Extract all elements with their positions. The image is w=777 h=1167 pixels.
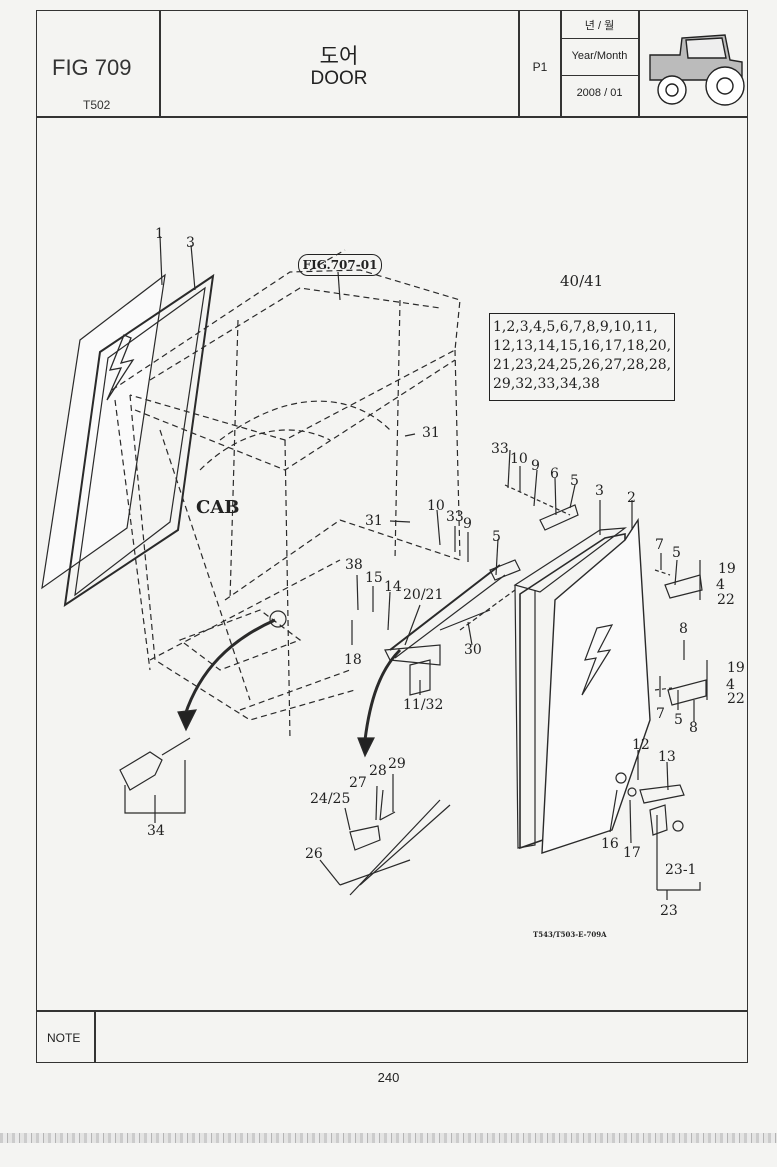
- year-month-value: 2008 / 01: [576, 87, 623, 99]
- kit-line: 12,13,14,15,16,17,18,20,: [493, 338, 672, 354]
- scan-artifact: [0, 1133, 777, 1143]
- callout: 9: [463, 516, 472, 532]
- callout: 13: [658, 749, 676, 765]
- callout: 1: [155, 226, 164, 242]
- header-col-divider: [159, 10, 161, 117]
- callout: 18: [344, 652, 362, 668]
- callout: 5: [492, 529, 501, 545]
- callout: 12: [632, 737, 650, 753]
- callout: 33: [446, 509, 464, 525]
- callout: 23: [660, 903, 678, 919]
- title-korean: 도어: [319, 45, 359, 68]
- note-divider: [36, 1010, 748, 1012]
- callout: 34: [147, 823, 165, 839]
- callout: 22: [727, 691, 745, 707]
- callout: 7: [655, 537, 664, 553]
- note-col-divider: [94, 1010, 96, 1063]
- callout: 8: [689, 720, 698, 736]
- callout: 31: [422, 425, 440, 441]
- page-number: 240: [377, 1070, 400, 1085]
- year-month-en: Year/Month: [571, 50, 628, 62]
- kit-line: 1,2,3,4,5,6,7,8,9,10,11,: [493, 319, 658, 335]
- note-label: NOTE: [47, 1031, 81, 1045]
- callout: 8: [679, 621, 688, 637]
- header-divider: [36, 116, 748, 118]
- page-code: P1: [532, 60, 548, 74]
- callout: 9: [531, 458, 540, 474]
- callout: 31: [365, 513, 383, 529]
- callout: 17: [623, 845, 641, 861]
- callout: 4: [716, 577, 725, 593]
- callout: 14: [384, 579, 402, 595]
- callout: 3: [186, 235, 195, 251]
- callout: 5: [672, 545, 681, 561]
- callout: 20/21: [403, 587, 444, 603]
- callout: 5: [674, 712, 683, 728]
- callout: 29: [388, 756, 406, 772]
- callout: 19: [718, 561, 736, 577]
- callout: 4: [726, 677, 735, 693]
- callout: 11/32: [403, 697, 444, 713]
- callout: 26: [305, 846, 323, 862]
- callout: 28: [369, 763, 387, 779]
- callout: 10: [510, 451, 528, 467]
- title-english: DOOR: [310, 68, 368, 89]
- callout: 27: [349, 775, 367, 791]
- header-col-divider: [560, 10, 562, 117]
- callout: 23-1: [665, 862, 697, 878]
- kit-line: 29,32,33,34,38: [493, 376, 600, 392]
- kit-line: 21,23,24,25,26,27,28,28,: [493, 357, 672, 373]
- callout: 6: [550, 466, 559, 482]
- header-col-divider: [638, 10, 640, 117]
- callout: 5: [570, 473, 579, 489]
- callout: 2: [627, 490, 636, 506]
- callout: 10: [427, 498, 445, 514]
- callout: 16: [601, 836, 619, 852]
- year-month-kr: 년 / 월: [584, 20, 615, 32]
- header-row-divider: [561, 38, 638, 39]
- callout: 3: [595, 483, 604, 499]
- tractor-icon: [649, 34, 745, 106]
- kit-contents-box: 1,2,3,4,5,6,7,8,9,10,11, 12,13,14,15,16,…: [489, 313, 675, 401]
- callout: 19: [727, 660, 745, 676]
- callout: 22: [717, 592, 735, 608]
- callout: 7: [656, 706, 665, 722]
- callout: 33: [491, 441, 509, 457]
- callout: 24/25: [310, 791, 351, 807]
- fig-reference: FIG.707-01: [298, 254, 382, 276]
- header-col-divider: [518, 10, 520, 117]
- cab-label: CAB: [196, 497, 240, 518]
- page-frame: [36, 10, 748, 1063]
- drawing-code: T543/T503-E-709A: [533, 930, 607, 939]
- callout: 30: [464, 642, 482, 658]
- header-row-divider: [561, 75, 638, 76]
- kit-title: 40/41: [560, 272, 604, 290]
- fig-label: FIG 709: [52, 55, 132, 80]
- callout: 15: [365, 570, 383, 586]
- model-label: T502: [83, 98, 111, 112]
- callout: 38: [345, 557, 363, 573]
